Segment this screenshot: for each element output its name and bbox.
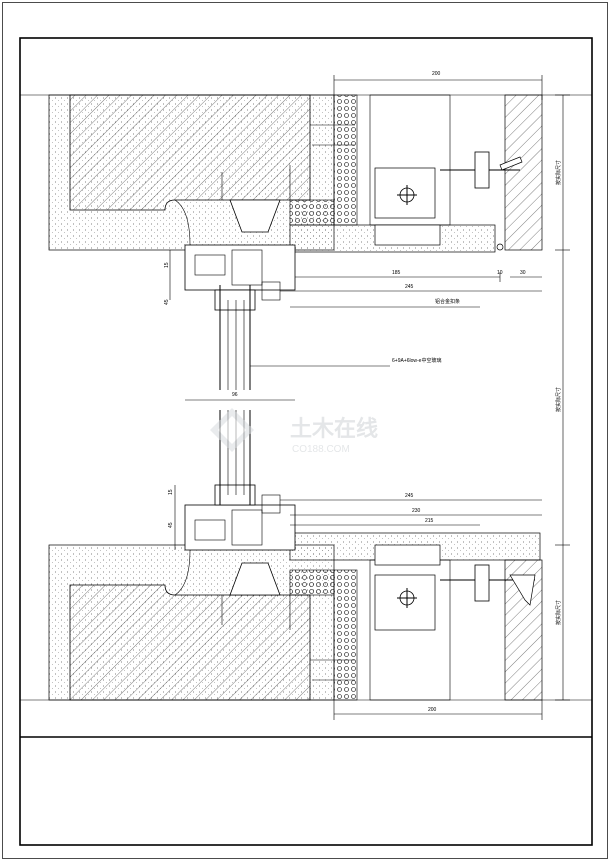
dim-185: 185 — [392, 270, 401, 276]
vertical-label-bottom: 按实际尺寸 — [555, 600, 562, 625]
top-window-frame — [184, 199, 296, 390]
watermark-url: CO188.COM — [292, 444, 350, 455]
vertical-label-mid: 按实际尺寸 — [555, 387, 562, 412]
dim-15-top: 15 — [164, 262, 170, 268]
dim-45-top: 45 — [164, 299, 170, 305]
watermark-title: 土木在线 — [290, 416, 378, 441]
dim-200-top: 200 — [432, 71, 441, 77]
dim-215: 215 — [425, 518, 434, 524]
dim-30: 30 — [520, 270, 526, 276]
bottom-window-frame — [184, 410, 296, 596]
dim-245-bottom: 245 — [405, 493, 414, 499]
inner-frame — [19, 37, 593, 846]
label-aluminum-profile: 铝合金扣条 — [435, 298, 460, 305]
dimension-lines — [169, 75, 570, 720]
watermark: 土木在线 CO188.COM — [210, 408, 378, 455]
dim-230: 230 — [412, 508, 421, 514]
dim-200-bottom: 200 — [428, 707, 437, 713]
dim-245-top: 245 — [405, 284, 414, 290]
vertical-label-top: 按实际尺寸 — [555, 160, 562, 185]
bottom-wall-block — [48, 532, 543, 701]
top-wall-block — [48, 94, 543, 253]
dim-15-bottom: 15 — [168, 489, 174, 495]
dim-96: 96 — [232, 392, 238, 398]
dim-45-bottom: 45 — [168, 522, 174, 528]
dim-10: 10 — [497, 270, 503, 276]
label-glass-spec: 6+9A+6low-e中空玻璃 — [392, 357, 441, 364]
